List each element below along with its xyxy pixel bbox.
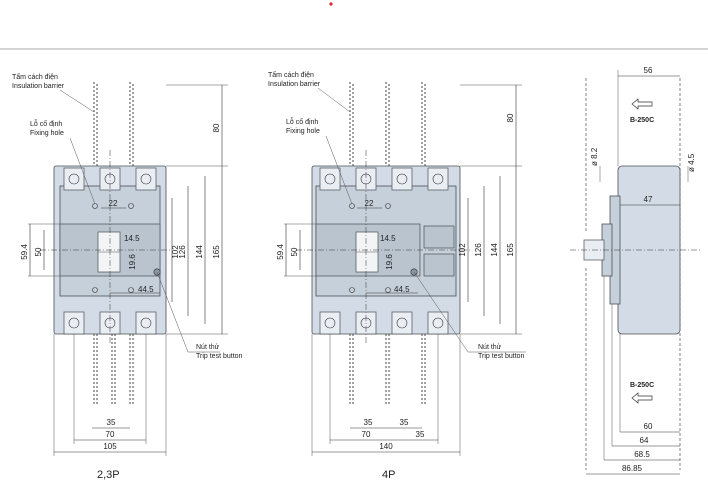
dim-105-left: 105 <box>103 442 117 451</box>
dim-144-left: 144 <box>195 245 204 259</box>
caption-2-3p: 2,3P <box>97 469 120 481</box>
dim-19-6-left: 19.6 <box>128 254 137 270</box>
dim-14-5-left: 14.5 <box>124 234 140 243</box>
dim-80-left: 80 <box>212 123 221 132</box>
fixing-label-vi-left: Lỗ cố định <box>30 119 62 128</box>
dim-35-left: 35 <box>107 418 116 427</box>
dim-59-4-mid: 59.4 <box>276 244 285 260</box>
caption-4p: 4P <box>382 469 395 481</box>
insulation-label-en-left: Insulation barrier <box>12 83 65 90</box>
trip-label-en-left: Trip test button <box>196 353 243 360</box>
dim-140-mid: 140 <box>379 442 393 451</box>
dim-165-left: 165 <box>212 245 221 259</box>
arrow-left-icon-top <box>631 98 653 110</box>
dim-70-left: 70 <box>106 430 115 439</box>
accent-dot <box>329 2 333 6</box>
dim-102-left: 102 <box>171 245 180 259</box>
dim-4-5-side: ø 4.5 <box>687 153 696 172</box>
dim-35-mid-c: 35 <box>416 430 425 439</box>
dim-44-5-left: 44.5 <box>138 285 154 294</box>
dim-35-mid-a: 35 <box>364 418 373 427</box>
dim-59-4-left: 59.4 <box>20 244 29 260</box>
insulation-label-vi-mid: Tấm cách điện <box>268 70 314 79</box>
view-2-3p: 80 165 144 126 102 59.4 50 22 14.5 19.6 … <box>12 72 243 481</box>
brand-label-top: B-250C <box>630 117 654 124</box>
dim-22-left: 22 <box>109 199 118 208</box>
dim-44-5-mid: 44.5 <box>394 285 410 294</box>
dim-19-6-mid: 19.6 <box>385 254 394 270</box>
dim-22-mid: 22 <box>365 199 374 208</box>
dim-144-mid: 144 <box>490 243 499 257</box>
fixing-label-en-mid: Fixing hole <box>286 128 320 135</box>
dim-70-mid: 70 <box>362 430 371 439</box>
trip-label-vi-left: Nút thử <box>196 343 220 351</box>
trip-label-vi-mid: Nút thử <box>478 343 502 351</box>
trip-label-en-mid: Trip test button <box>478 353 525 360</box>
dim-126-left: 126 <box>178 245 187 259</box>
fixing-label-vi-mid: Lỗ cố định <box>286 117 318 126</box>
dim-35-mid-b: 35 <box>400 418 409 427</box>
dim-86-85-side: 86.85 <box>622 464 643 473</box>
view-4p: 80 165 144 126 102 59.4 50 22 14.5 19.6 … <box>268 70 526 481</box>
dim-64-side: 64 <box>640 436 649 445</box>
accessory-window-bottom <box>423 253 455 277</box>
insulation-label-en-mid: Insulation barrier <box>268 81 321 88</box>
dim-60-side: 60 <box>644 422 653 431</box>
dim-102-mid: 102 <box>458 243 467 257</box>
fixing-label-en-left: Fixing hole <box>30 130 64 137</box>
brand-label-bottom: B-250C <box>630 382 654 389</box>
dim-126-mid: 126 <box>474 243 483 257</box>
dim-50-left: 50 <box>34 247 43 256</box>
dim-14-5-mid: 14.5 <box>380 234 396 243</box>
dim-56-side: 56 <box>644 66 653 75</box>
dim-68-5-side: 68.5 <box>634 450 650 459</box>
dim-165-mid: 165 <box>506 243 515 257</box>
dim-80-mid: 80 <box>506 113 515 122</box>
view-side: 56 B-250C ø 8.2 ø 4.5 47 B-250C 60 64 68… <box>570 66 700 475</box>
dim-47-side: 47 <box>644 195 653 204</box>
arrow-left-icon-bottom <box>631 392 653 404</box>
dim-8-2-side: ø 8.2 <box>590 147 599 166</box>
accessory-window-top <box>423 225 455 249</box>
insulation-label-vi-left: Tấm cách điện <box>12 72 58 81</box>
dim-50-mid: 50 <box>290 247 299 256</box>
